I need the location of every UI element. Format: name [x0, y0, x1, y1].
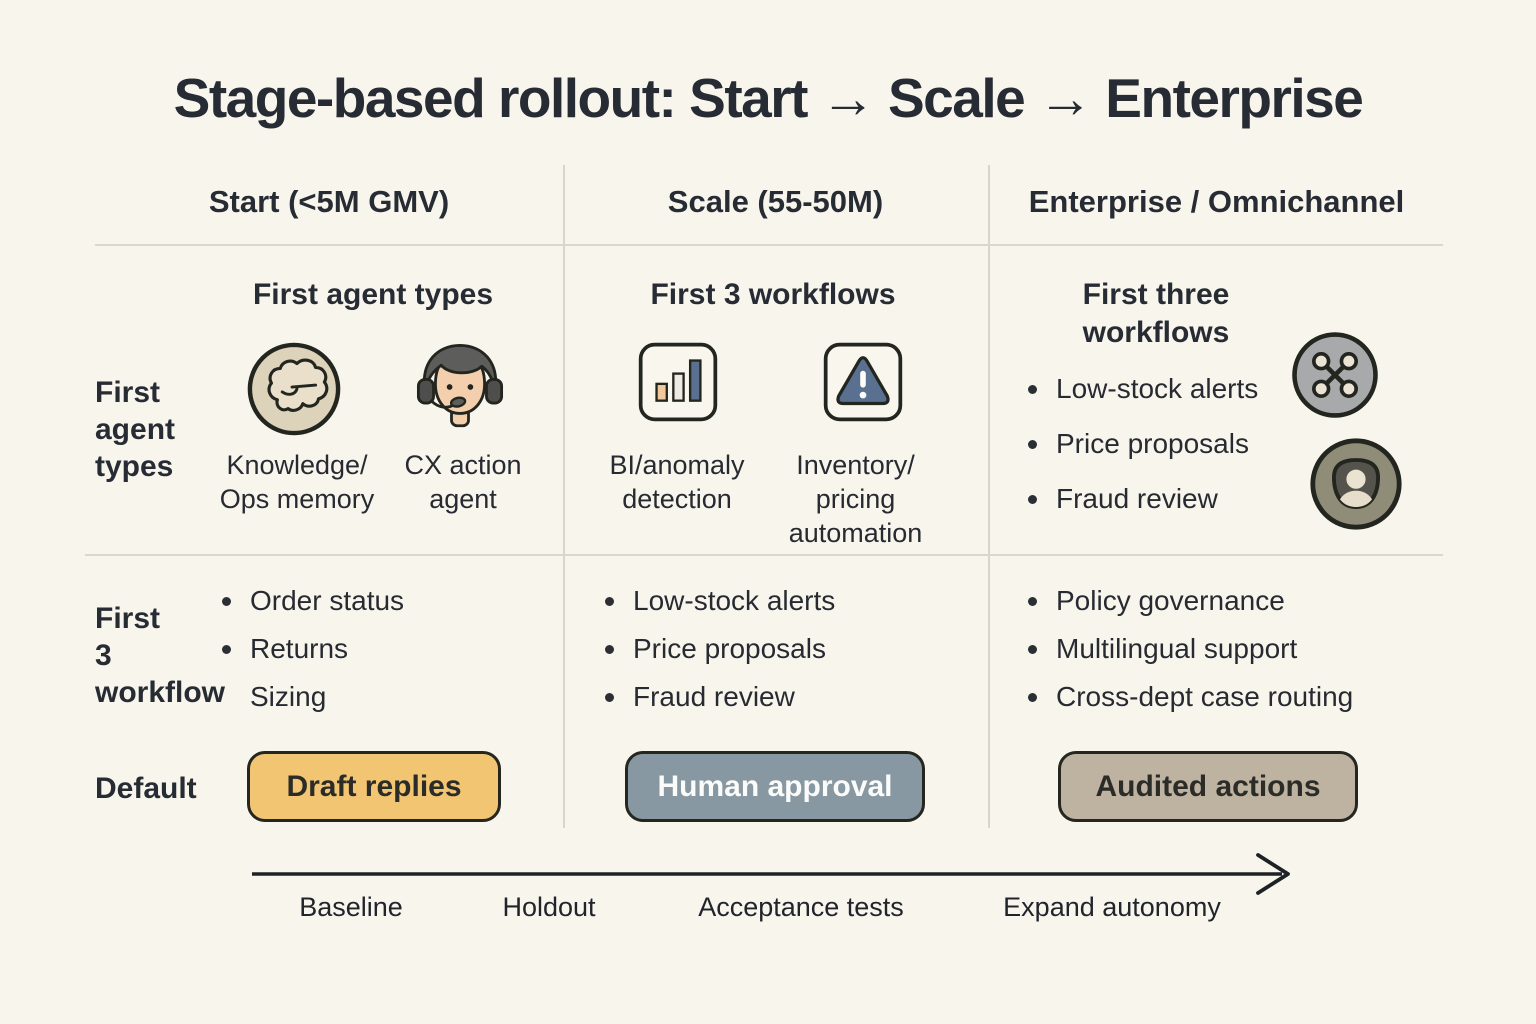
section-title-scale: First 3 workflows — [650, 278, 896, 311]
list-item: Sizing — [222, 680, 404, 714]
list-item: Fraud review — [605, 680, 835, 714]
network-nodes-icon — [1289, 329, 1381, 421]
list-item: Price proposals — [605, 632, 835, 666]
bullet-dot — [1028, 494, 1037, 504]
column-divider-2 — [988, 165, 990, 828]
list-item-label: Policy governance — [1056, 585, 1285, 616]
page-title: Stage-based rollout: Start → Scale → Ent… — [173, 67, 1364, 129]
column-header-enterprise: Enterprise / Omnichannel — [1028, 184, 1405, 219]
bullet-dot — [1028, 384, 1037, 394]
scale-workflow-list: Low-stock alerts Price proposals Fraud r… — [605, 584, 835, 728]
bullet-dot — [1028, 596, 1037, 606]
timeline-label-acceptance: Acceptance tests — [698, 892, 904, 922]
bullet-dot — [605, 644, 614, 654]
bullet-dot — [605, 596, 614, 606]
start-workflow-list: Order status Returns Sizing — [222, 584, 404, 728]
brain-icon — [245, 340, 343, 438]
list-item-label: Sizing — [250, 681, 327, 712]
section-title-start: First agent types — [252, 278, 494, 311]
row-divider — [85, 554, 1443, 556]
bullet-dot — [1028, 439, 1037, 449]
row-label-agent-types: First agent types — [95, 376, 176, 483]
list-item-label: Low-stock alerts — [1056, 373, 1259, 404]
list-item-label: Price proposals — [633, 633, 826, 664]
timeline-arrow — [252, 852, 1308, 896]
agent-caption: CX action agent — [404, 450, 522, 514]
column-divider-1 — [563, 165, 565, 828]
bullet-dot — [1028, 644, 1037, 654]
cx-agent-icon — [408, 335, 512, 439]
bar-chart-icon — [636, 340, 720, 424]
list-item-label: Order status — [250, 585, 405, 616]
list-item-label: Price proposals — [1056, 428, 1249, 459]
workflow-caption: BI/anomaly detection — [609, 450, 745, 514]
bullet-dot — [222, 596, 231, 606]
agent-caption: Knowledge/ Ops memory — [219, 450, 375, 514]
human-approval-chip: Human approval — [625, 751, 925, 822]
list-item: Policy governance — [1028, 584, 1353, 618]
audited-actions-chip: Audited actions — [1058, 751, 1358, 822]
row-label-default: Default — [95, 772, 197, 805]
list-item: Cross-dept case routing — [1028, 680, 1353, 714]
warning-icon — [821, 340, 905, 424]
section-title-enterprise: First three workflows — [1082, 278, 1230, 349]
list-item: Low-stock alerts — [1028, 372, 1258, 406]
column-header-start: Start (<5M GMV) — [208, 184, 450, 219]
workflow-caption: Inventory/ pricing automation — [788, 450, 923, 548]
list-item: Returns — [222, 632, 404, 666]
enterprise-capability-list: Policy governance Multilingual support C… — [1028, 584, 1353, 728]
list-item: Fraud review — [1028, 482, 1258, 516]
bullet-dot — [605, 692, 614, 702]
list-item-label: Fraud review — [1056, 483, 1218, 514]
header-row-divider — [95, 244, 1443, 246]
list-item-label: Cross-dept case routing — [1056, 681, 1354, 712]
timeline-label-holdout: Holdout — [502, 892, 596, 922]
list-item: Multilingual support — [1028, 632, 1353, 666]
list-item-label: Fraud review — [633, 681, 795, 712]
user-badge-icon — [1308, 436, 1404, 532]
draft-replies-chip: Draft replies — [247, 751, 501, 822]
timeline-label-expand: Expand autonomy — [1003, 892, 1221, 922]
list-item-label: Low-stock alerts — [633, 585, 836, 616]
list-item: Price proposals — [1028, 427, 1258, 461]
bullet-dot — [1028, 692, 1037, 702]
list-item-label: Multilingual support — [1056, 633, 1298, 664]
list-item-label: Returns — [250, 633, 349, 664]
timeline-label-baseline: Baseline — [299, 892, 403, 922]
list-item: Order status — [222, 584, 404, 618]
column-header-scale: Scale (55-50M) — [667, 184, 884, 219]
enterprise-workflow-list: Low-stock alerts Price proposals Fraud r… — [1028, 372, 1258, 537]
bullet-dot — [222, 644, 231, 654]
row-label-workflows: First 3 workflow — [95, 602, 226, 709]
list-item: Low-stock alerts — [605, 584, 835, 618]
